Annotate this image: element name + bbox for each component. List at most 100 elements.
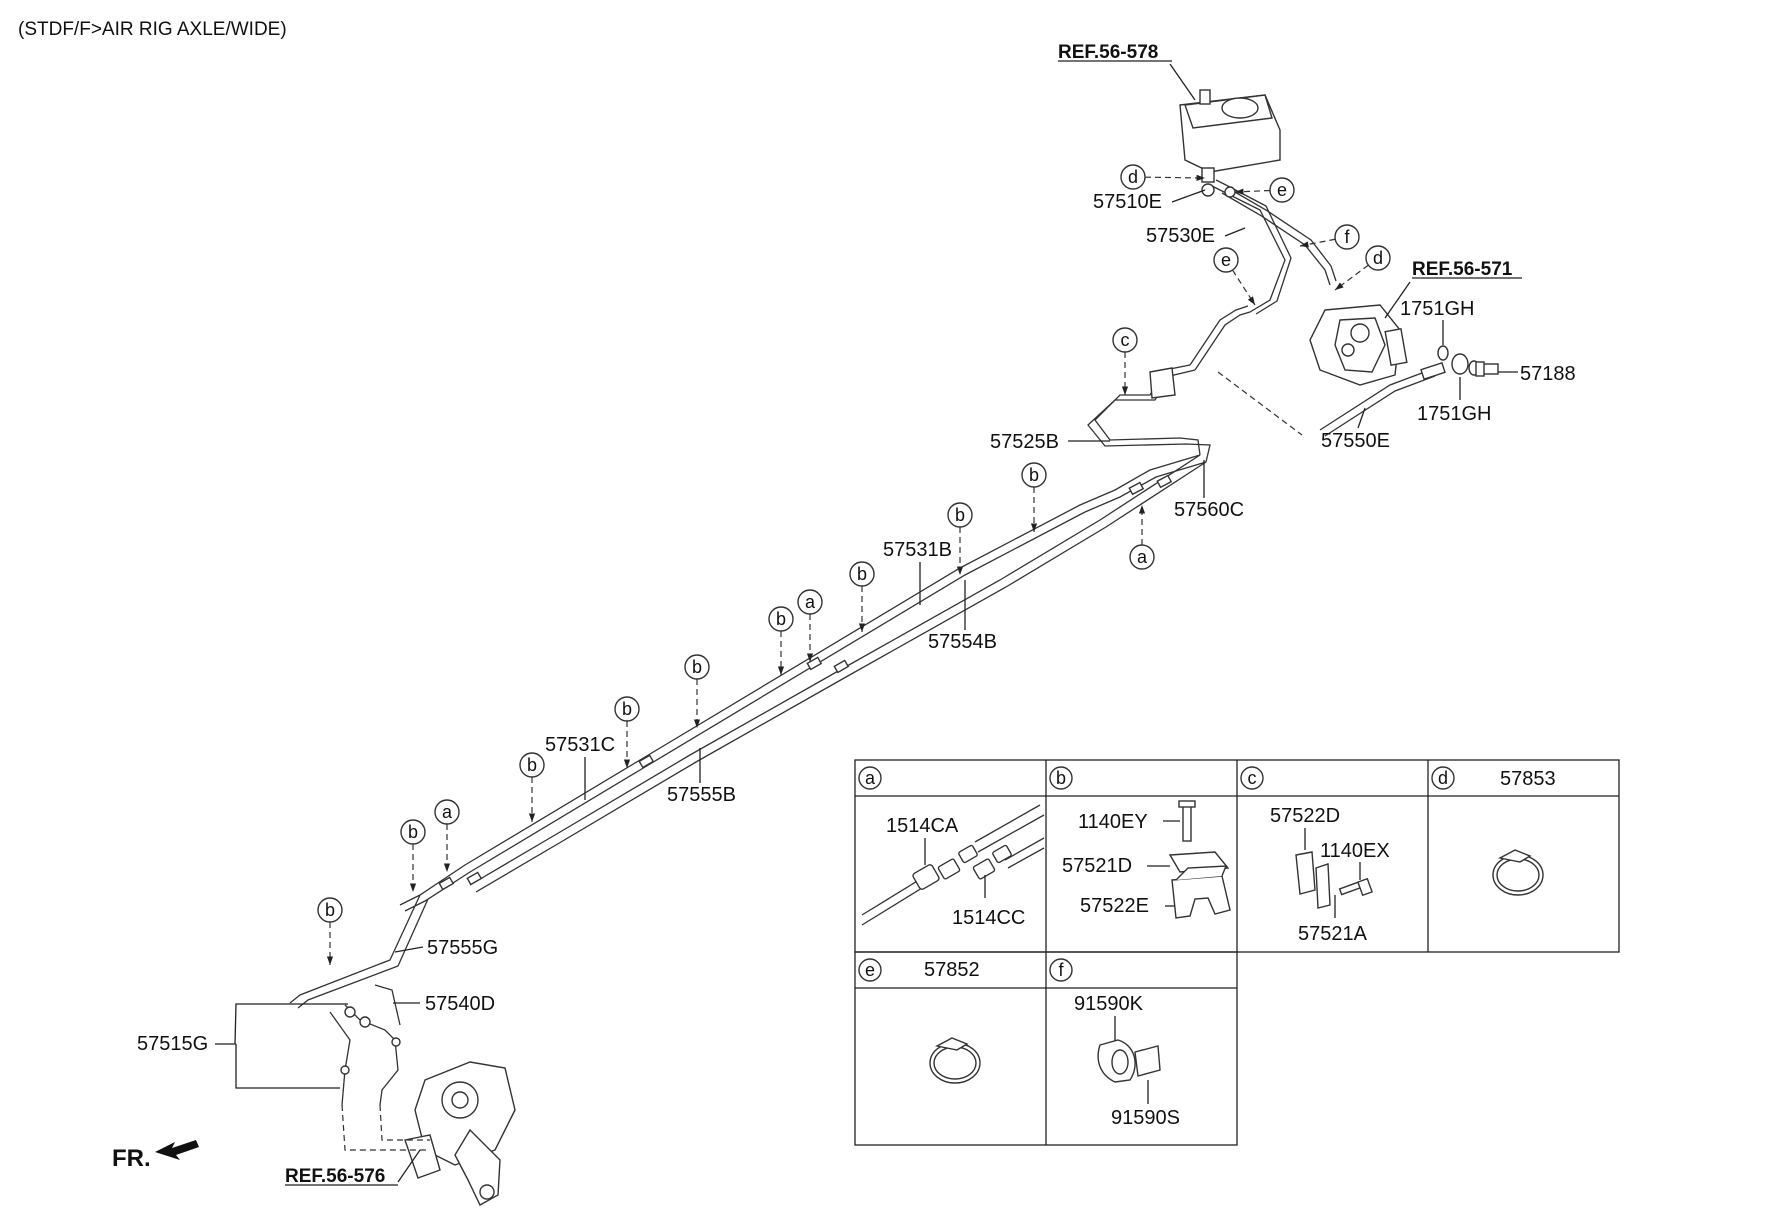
callout-letter: d [1128, 167, 1138, 187]
legend-letter-c: c [1248, 768, 1257, 788]
arrow-head-icon [858, 623, 866, 632]
arrow-head-icon [443, 863, 451, 872]
legend-cell-c: c 57522D 1140EX 57521A [1240, 766, 1390, 945]
pipe-fittings [438, 474, 1173, 891]
callout-e[interactable]: e [1213, 247, 1256, 306]
legend-b-1140EY[interactable]: 1140EY [1078, 811, 1148, 833]
ref-56-576[interactable]: REF.56-576 [285, 1166, 385, 1187]
legend-letter-f: f [1058, 960, 1064, 980]
callout-letter: b [408, 822, 418, 842]
callout-d[interactable]: d [1334, 245, 1391, 291]
callout-letter: b [857, 564, 867, 584]
callout-letter: b [692, 657, 702, 677]
legend-cell-a: a 1514CA 1514CC [858, 766, 1045, 929]
callout-b[interactable]: b [317, 897, 343, 965]
legend-c-1140EX[interactable]: 1140EX [1320, 840, 1390, 862]
callout-b[interactable]: b [614, 696, 640, 768]
arrow-head-icon [1030, 523, 1038, 532]
callout-letter: a [805, 592, 816, 612]
diagram-title: (STDF/F>AIR RIG AXLE/WIDE) [18, 19, 287, 40]
arrow-head-icon [409, 883, 417, 892]
label-57540D[interactable]: 57540D [425, 993, 495, 1015]
arrow-head-icon [1196, 174, 1205, 181]
label-57554B[interactable]: 57554B [928, 631, 997, 653]
callout-letter: e [1221, 250, 1231, 270]
callout-b[interactable]: b [768, 606, 794, 675]
callout-b[interactable]: b [519, 752, 545, 822]
callout-letter: e [1277, 180, 1287, 200]
label-57555G[interactable]: 57555G [427, 937, 498, 959]
arrow-head-icon [956, 566, 964, 575]
legend-c-57522D[interactable]: 57522D [1270, 805, 1340, 827]
callout-letter: b [622, 699, 632, 719]
arrow-head-icon [1335, 282, 1344, 290]
arrow-head-icon [1121, 386, 1129, 395]
arrow-head-icon [528, 813, 536, 822]
arrow-head-icon [1247, 296, 1255, 305]
legend-letter-b: b [1056, 768, 1066, 788]
callout-a[interactable]: a [1129, 505, 1155, 570]
label-57531B[interactable]: 57531B [883, 539, 952, 561]
callout-a[interactable]: a [434, 799, 460, 872]
brake-pipe-run [289, 179, 1337, 1009]
callout-letter: f [1344, 227, 1350, 247]
callout-b[interactable]: b [684, 654, 710, 728]
legend-letter-a: a [865, 768, 876, 788]
label-57188[interactable]: 57188 [1520, 363, 1576, 385]
callout-letter: d [1373, 248, 1383, 268]
callout-letter: a [442, 802, 453, 822]
part-labels: 57510E 57530E 1751GH 57188 1751GH 57550E… [137, 189, 1576, 1089]
legend-a-1514CC[interactable]: 1514CC [952, 907, 1025, 929]
legend-cell-b: b 1140EY 57521D 57522E [1049, 766, 1231, 919]
callout-b[interactable]: b [947, 502, 973, 575]
legend-cell-d: d 57853 [1431, 766, 1556, 896]
legend-f-91590K[interactable]: 91590K [1074, 993, 1144, 1015]
legend-b-57521D[interactable]: 57521D [1062, 855, 1132, 877]
ref-56-578[interactable]: REF.56-578 [1058, 42, 1158, 63]
label-57531C[interactable]: 57531C [545, 734, 615, 756]
front-direction-label: FR. [112, 1145, 151, 1172]
arrow-head-icon [1235, 188, 1244, 195]
label-57515G[interactable]: 57515G [137, 1033, 208, 1055]
legend-c-57521A[interactable]: 57521A [1298, 923, 1368, 945]
callout-e[interactable]: e [1234, 177, 1295, 203]
legend-a-1514CA[interactable]: 1514CA [886, 815, 959, 837]
label-1751GH-top[interactable]: 1751GH [1400, 298, 1475, 320]
callout-letter: b [527, 755, 537, 775]
callout-letter: a [1137, 547, 1148, 567]
legend-f-91590S[interactable]: 91590S [1111, 1107, 1180, 1129]
label-57525B[interactable]: 57525B [990, 431, 1059, 453]
callout-letter: b [1029, 465, 1039, 485]
label-57550E[interactable]: 57550E [1321, 430, 1390, 452]
legend-b-57522E[interactable]: 57522E [1080, 895, 1149, 917]
label-57555B[interactable]: 57555B [667, 784, 736, 806]
callout-b[interactable]: b [400, 819, 426, 892]
callout-b[interactable]: b [849, 561, 875, 632]
legend-letter-e: e [865, 960, 875, 980]
label-57560C[interactable]: 57560C [1174, 499, 1244, 521]
label-57510E[interactable]: 57510E [1093, 191, 1162, 213]
callout-a[interactable]: a [797, 589, 823, 662]
reservoir-assembly [1179, 89, 1281, 198]
arrow-head-icon [1138, 505, 1146, 514]
front-arrow-icon [155, 1140, 199, 1160]
callout-letter: c [1121, 330, 1130, 350]
legend-cell-f: f 91590K 91590S [1049, 958, 1180, 1129]
legend-d-part[interactable]: 57853 [1500, 768, 1556, 790]
legend-cell-e: e 57852 [858, 958, 981, 1084]
callout-d[interactable]: d [1120, 164, 1206, 190]
label-57530E[interactable]: 57530E [1146, 225, 1215, 247]
label-1751GH-bottom[interactable]: 1751GH [1417, 403, 1492, 425]
legend-e-part[interactable]: 57852 [924, 959, 980, 981]
arrow-head-icon [806, 653, 814, 662]
arrow-head-icon [777, 666, 785, 675]
callout-c[interactable]: c [1112, 327, 1138, 395]
brake-valve-assembly [1309, 304, 1499, 437]
arrow-head-icon [326, 956, 334, 965]
callout-f[interactable]: f [1299, 224, 1360, 250]
arrow-head-icon [1300, 241, 1309, 248]
ref-56-571[interactable]: REF.56-571 [1412, 259, 1513, 280]
legend-table: a 1514CA 1514CC b 1140EY 57521D 57522E [854, 759, 1620, 1146]
callout-b[interactable]: b [1021, 462, 1047, 532]
